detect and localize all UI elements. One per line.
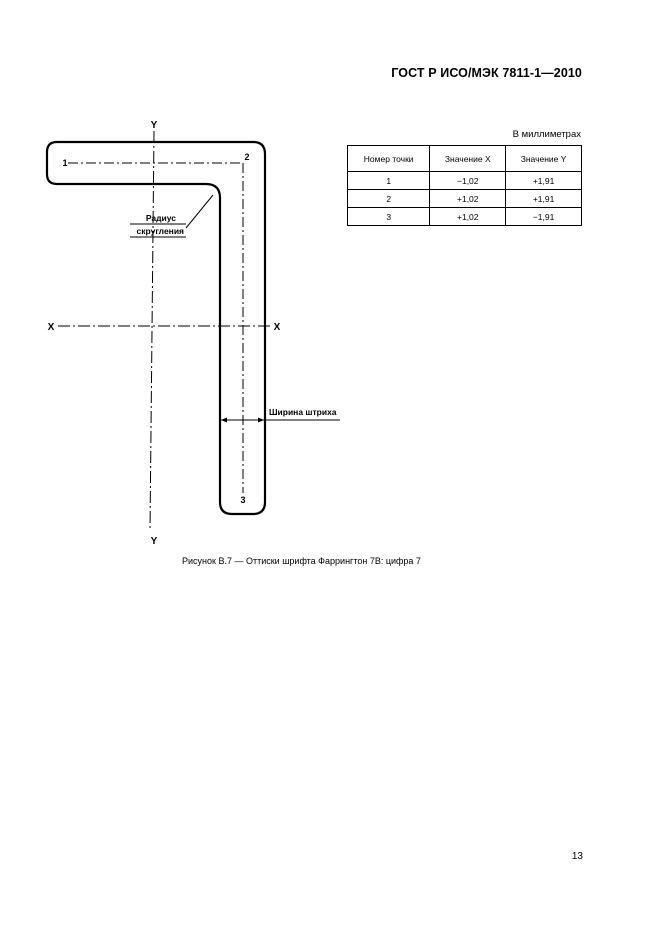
table-cell: −1,91 (505, 207, 582, 226)
width-arrow-left (221, 417, 227, 423)
digit-outline (45, 140, 267, 516)
width-arrow-right (258, 417, 264, 423)
document-header: ГОСТ Р ИСО/МЭК 7811-1—2010 (391, 66, 582, 80)
radius-label-line1: Радиус (146, 213, 176, 223)
figure-caption: Рисунок В.7 — Оттиски шрифта Фаррингтон … (182, 556, 421, 566)
table-units-label: В миллиметрах (512, 129, 581, 140)
table-header-row: Номер точки Значение X Значение Y (346, 145, 582, 172)
table-row: 3 +1,02 −1,91 (346, 207, 582, 226)
table-row: 1 −1,02 +1,91 (346, 171, 582, 190)
stroke-width-label: Ширина штриха (269, 407, 337, 417)
column-header-x-value: Значение X (429, 145, 507, 172)
y-axis-line (149, 130, 155, 531)
point-1-label: 1 (62, 158, 67, 168)
axis-x-right-label: X (274, 322, 281, 333)
column-header-point-number: Номер точки (346, 145, 431, 172)
column-header-y-value: Значение Y (505, 145, 582, 172)
axis-y-bottom-label: Y (151, 536, 158, 547)
radius-leader-line (185, 194, 214, 229)
point-2-label: 2 (244, 152, 249, 162)
radius-label-line2: скругления (137, 226, 184, 236)
axis-y-top-label: Y (151, 120, 158, 131)
page-number: 13 (571, 851, 583, 862)
table-cell: 3 (346, 207, 431, 226)
point-3-label: 3 (240, 495, 245, 505)
axis-x-left-label: X (48, 322, 55, 333)
points-table: Номер точки Значение X Значение Y 1 −1,0… (346, 145, 582, 226)
